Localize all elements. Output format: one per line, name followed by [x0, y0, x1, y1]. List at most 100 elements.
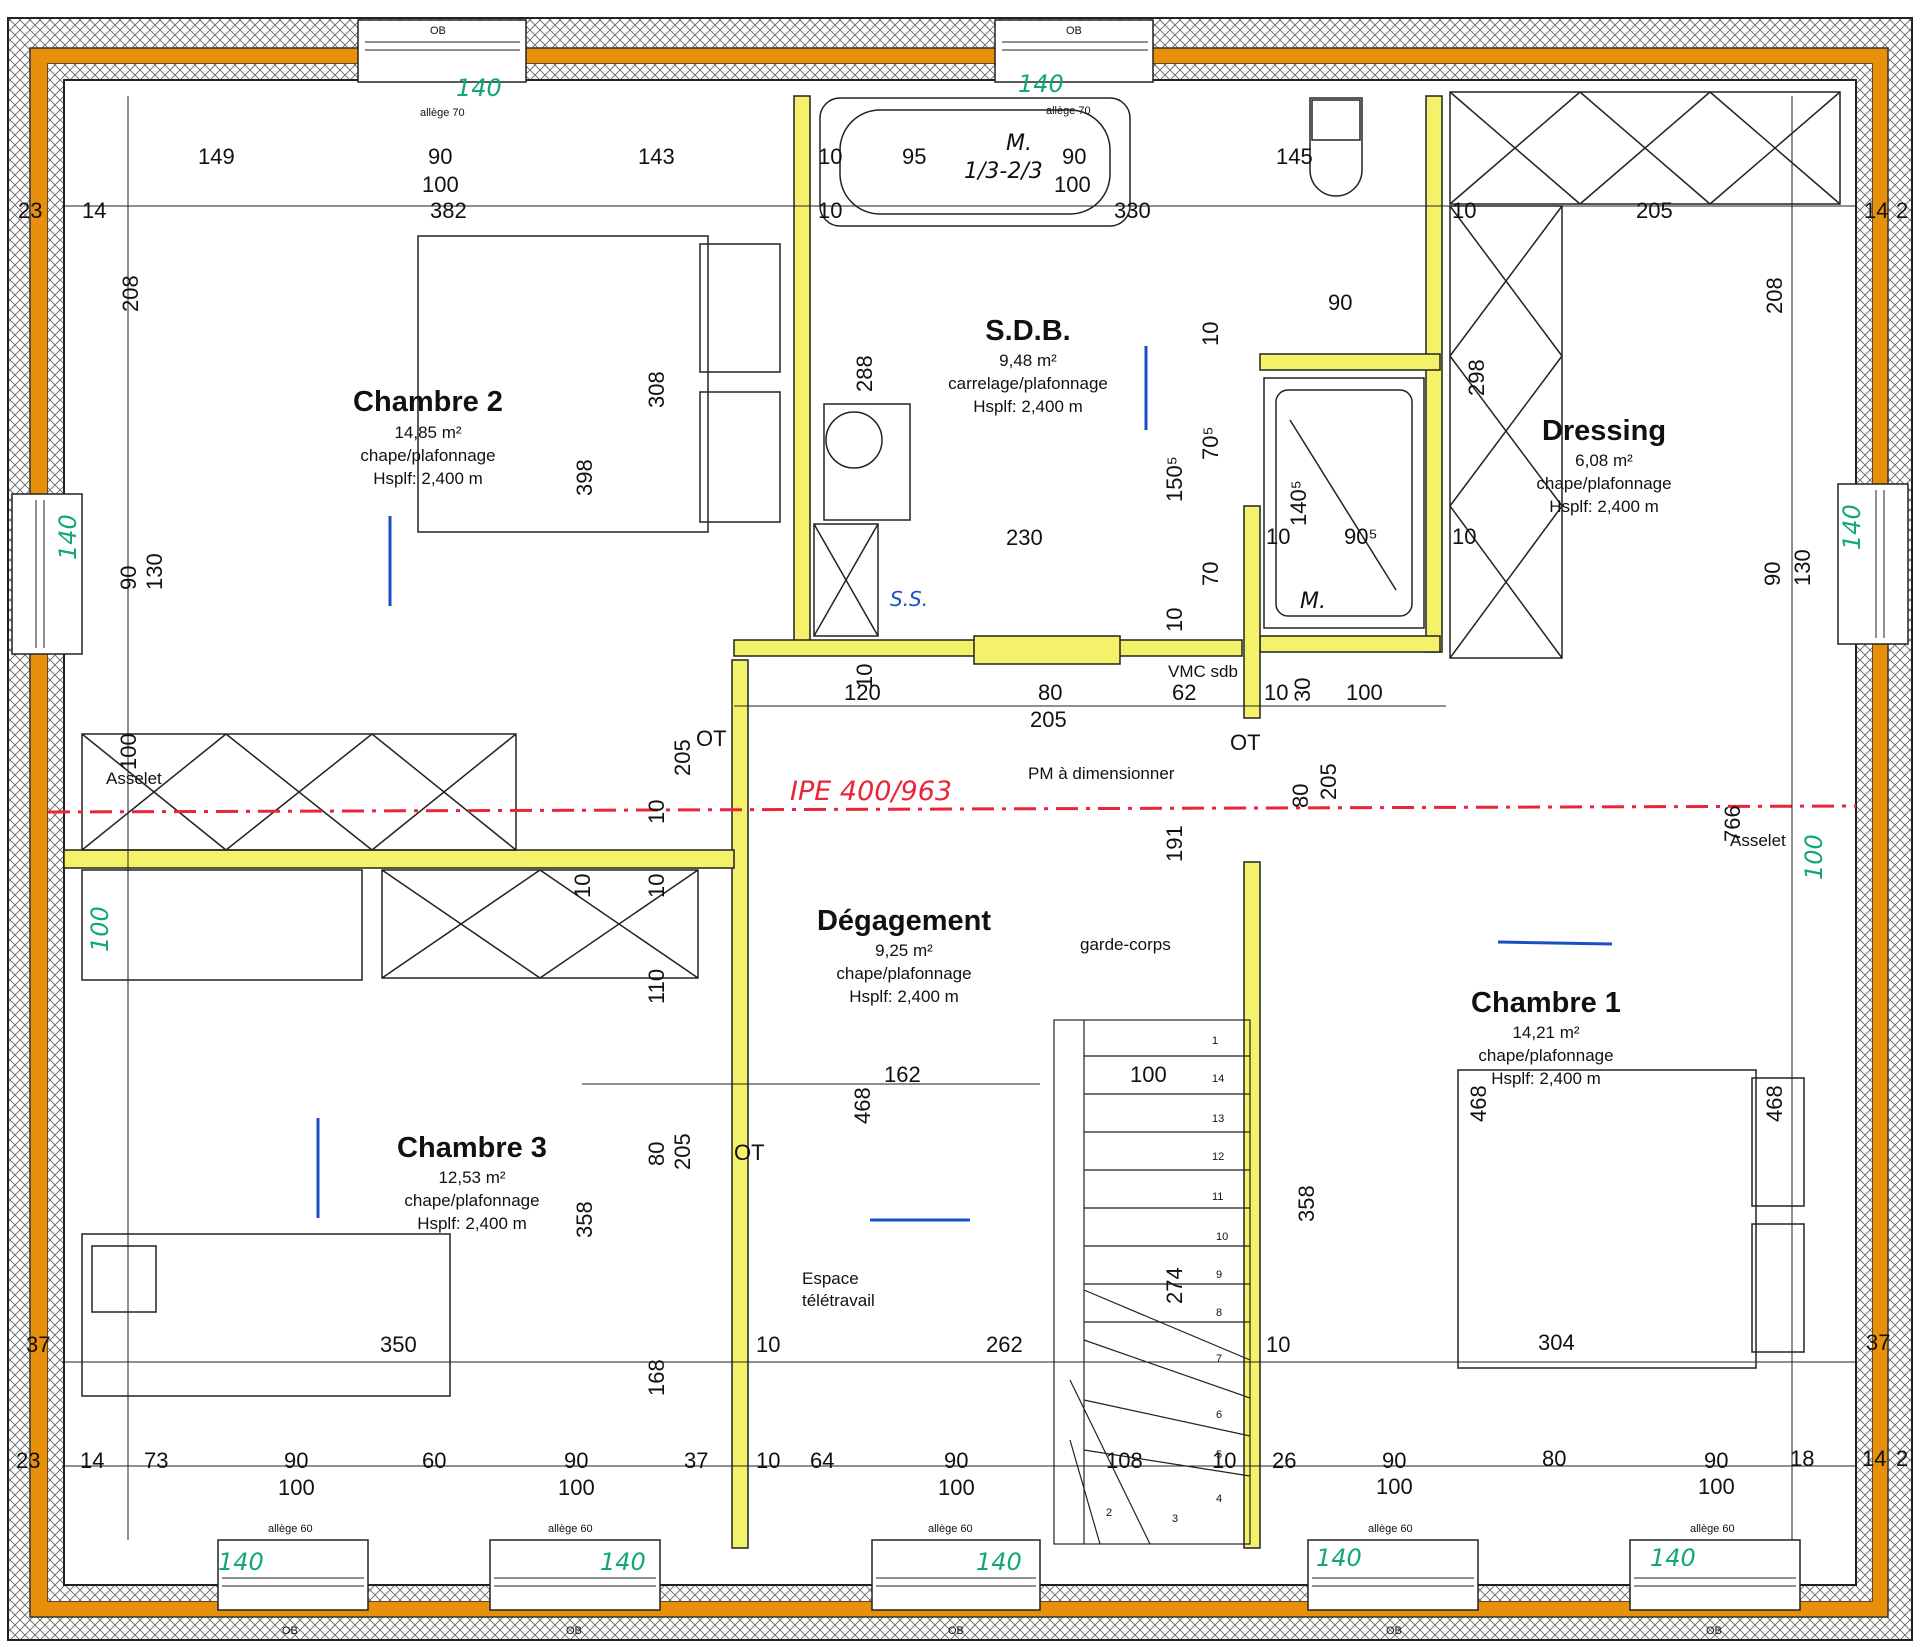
room-finish: chape/plafonnage	[404, 1191, 539, 1210]
dim: 205	[670, 739, 695, 776]
dim: 168	[644, 1359, 669, 1396]
dim: 130	[142, 553, 167, 590]
dim: 14	[82, 198, 106, 223]
allege-label: allège 70	[1046, 105, 1091, 117]
room-area: 12,53 m²	[438, 1168, 505, 1187]
dim: 2	[1896, 198, 1908, 223]
exterior-wall	[7, 17, 1913, 1641]
stair-step: 10	[1216, 1231, 1228, 1243]
dim: 70	[1198, 562, 1223, 586]
hand-note: 140	[1316, 1544, 1362, 1572]
dim: 73	[144, 1448, 168, 1473]
hand-note: 140	[54, 514, 82, 560]
room-area: 6,08 m²	[1575, 451, 1633, 470]
room-dressing: Dressing 6,08 m² chape/plafonnage Hsplf:…	[1536, 415, 1671, 516]
asselet-left: Asselet	[106, 769, 162, 788]
stair-step: 4	[1216, 1493, 1222, 1505]
ot-label: OT	[1230, 730, 1261, 755]
dim: 26	[1272, 1448, 1296, 1473]
dim: 100	[1346, 680, 1383, 705]
windows-bottom	[217, 1539, 1801, 1611]
stair-step: 2	[1106, 1507, 1112, 1519]
vmc-label: VMC sdb	[1168, 662, 1238, 681]
room-height: Hsplf: 2,400 m	[1491, 1069, 1601, 1088]
hand-note: 140	[1838, 504, 1866, 550]
room-sdb: S.D.B. 9,48 m² carrelage/plafonnage Hspl…	[948, 315, 1108, 416]
dim: 37	[1866, 1330, 1890, 1355]
dim: 14	[80, 1448, 104, 1473]
dim: 23	[16, 1448, 40, 1473]
dim: 10	[1198, 322, 1223, 346]
room-area: 14,21 m²	[1512, 1023, 1579, 1042]
ob-label: OB	[282, 1625, 298, 1637]
dim: 10	[1264, 680, 1288, 705]
room-finish: chape/plafonnage	[1478, 1046, 1613, 1065]
room-finish: chape/plafonnage	[360, 446, 495, 465]
notes: VMC sdb PM à dimensionner Asselet Assele…	[106, 25, 1786, 1637]
stair-step: 9	[1216, 1269, 1222, 1281]
dim: 358	[572, 1201, 597, 1238]
dim: 10	[852, 664, 877, 688]
room-height: Hsplf: 2,400 m	[1549, 497, 1659, 516]
dim: 100	[1054, 172, 1091, 197]
room-name: Dressing	[1542, 415, 1666, 447]
dim: 90	[1760, 562, 1785, 586]
dim: 288	[852, 355, 877, 392]
espace-label: Espace	[802, 1269, 859, 1288]
teletravail-label: télétravail	[802, 1291, 875, 1310]
stair-step: 13	[1212, 1113, 1224, 1125]
wardrobes	[81, 733, 699, 981]
dim: 205	[670, 1133, 695, 1170]
dim: 100	[278, 1475, 315, 1500]
dim: 30	[1290, 678, 1315, 702]
room-chambre2: Chambre 2 14,85 m² chape/plafonnage Hspl…	[353, 386, 503, 488]
hand-note: 1/3-2/3	[964, 159, 1043, 184]
dim: 14	[1864, 198, 1888, 223]
dim: 90	[1062, 144, 1086, 169]
dim: 64	[810, 1448, 834, 1473]
dimensions-middle: 208 308 398 288 230 10 70⁵ 150⁵ 90 140⁵ …	[26, 275, 1890, 1396]
hand-note: 100	[86, 906, 114, 952]
bathroom-fixtures	[813, 97, 1425, 637]
dim: 145	[1276, 144, 1313, 169]
dim: 10	[644, 874, 669, 898]
dim: 90	[116, 566, 141, 590]
dim: 143	[638, 144, 675, 169]
windows-top	[357, 19, 1154, 83]
dim: 10	[756, 1448, 780, 1473]
asselet-right: Asselet	[1730, 831, 1786, 850]
dim: 80	[1288, 784, 1313, 808]
dim: 10	[1452, 198, 1476, 223]
room-name: S.D.B.	[985, 315, 1070, 347]
room-name: Chambre 2	[353, 386, 503, 418]
dim: 37	[684, 1448, 708, 1473]
dim: 18	[1790, 1446, 1814, 1471]
dim: 205	[1316, 763, 1341, 800]
room-height: Hsplf: 2,400 m	[373, 469, 483, 488]
dim: 358	[1294, 1185, 1319, 1222]
ob-label: OB	[1706, 1625, 1722, 1637]
stair-step: 6	[1216, 1409, 1222, 1421]
dim: 10	[1452, 524, 1476, 549]
dim: 10	[818, 144, 842, 169]
ipe-label: IPE 400/963	[790, 776, 952, 807]
room-area: 9,48 m²	[999, 351, 1057, 370]
ipe-beam-line	[47, 804, 1857, 814]
dim: 766	[1720, 805, 1745, 842]
room-area: 14,85 m²	[394, 423, 461, 442]
room-chambre3: Chambre 3 12,53 m² chape/plafonnage Hspl…	[397, 1132, 547, 1233]
dim: 37	[26, 1332, 50, 1357]
dim: 100	[558, 1475, 595, 1500]
hand-note: 140	[1650, 1544, 1696, 1572]
allege-label: allège 60	[928, 1523, 973, 1535]
hand-note: 140	[456, 74, 502, 102]
dim: 10	[1162, 608, 1187, 632]
hand-note: M.	[1300, 589, 1326, 614]
dim: 150⁵	[1162, 456, 1187, 502]
allege-label: allège 60	[548, 1523, 593, 1535]
dim: 108	[1106, 1448, 1143, 1473]
room-area: 9,25 m²	[875, 941, 933, 960]
stair-step: 14	[1212, 1073, 1224, 1085]
dim: 304	[1538, 1330, 1575, 1355]
dim: 90	[944, 1448, 968, 1473]
